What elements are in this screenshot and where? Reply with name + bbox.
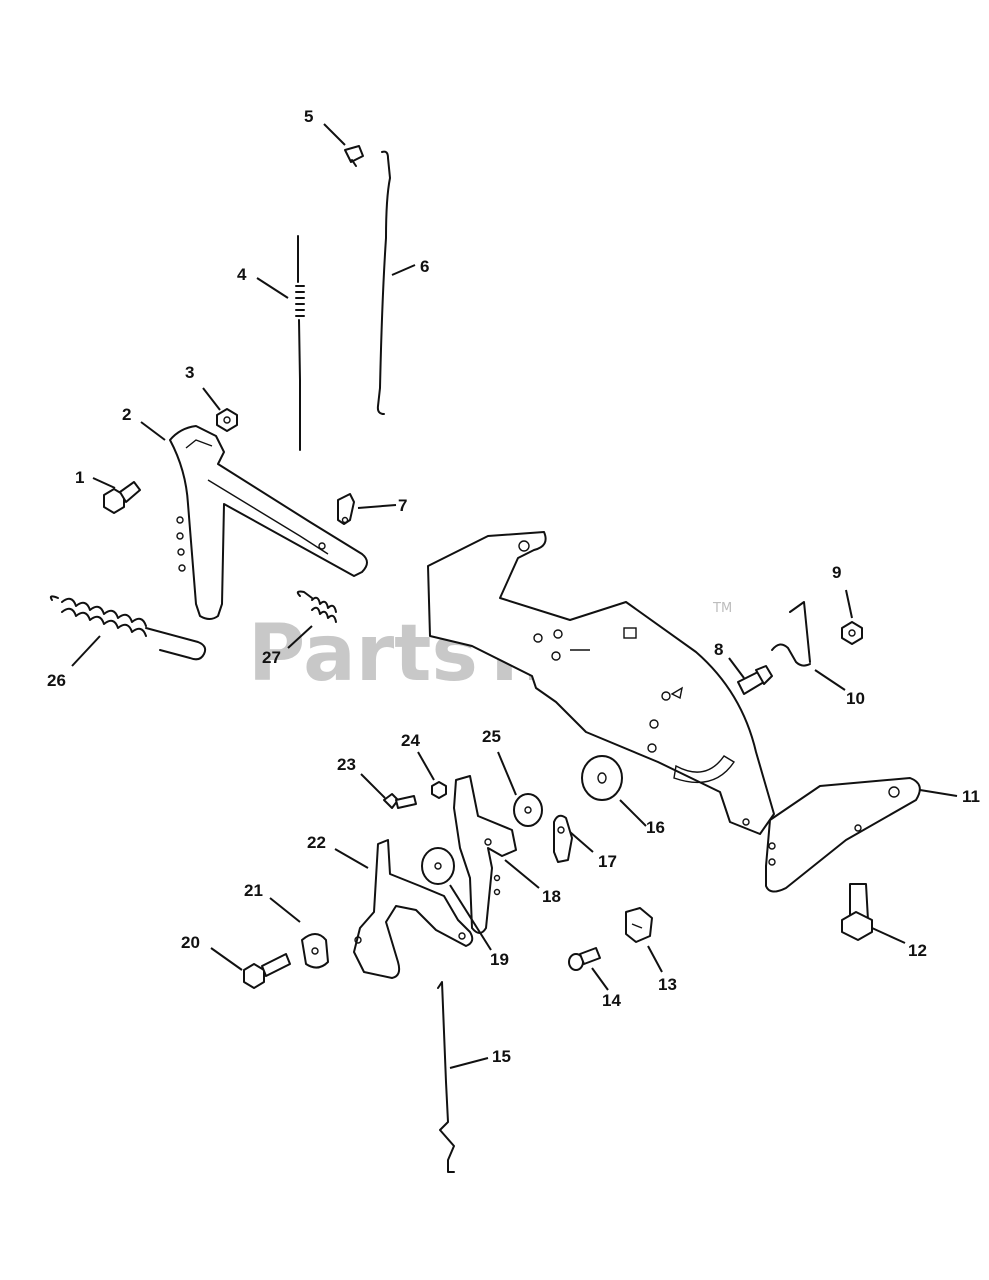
part-26-spring[interactable] [49, 595, 207, 661]
part-18-lever-bracket[interactable] [453, 775, 517, 934]
callout-14: 14 [602, 991, 621, 1010]
callout-1: 1 [75, 468, 84, 487]
part-7-clip[interactable] [337, 493, 355, 525]
part-27-spring[interactable] [296, 590, 337, 623]
callout-17: 17 [598, 852, 617, 871]
part-24-nut[interactable] [431, 781, 447, 799]
part-4-rod-spring[interactable] [295, 235, 305, 451]
part-12-bolt[interactable] [841, 883, 873, 941]
part-22-control-bracket[interactable] [353, 839, 474, 979]
part-14-screw[interactable] [568, 947, 601, 971]
part-10-spring-clip[interactable] [771, 601, 811, 667]
callout-5: 5 [304, 107, 313, 126]
callout-22: 22 [307, 833, 326, 852]
callout-16: 16 [646, 818, 665, 837]
callout-11: 11 [962, 787, 980, 806]
part-6-rod[interactable] [376, 150, 391, 415]
part-13-clip[interactable] [625, 907, 653, 943]
callout-19: 19 [490, 950, 509, 969]
callout-12: 12 [908, 941, 927, 960]
callout-3: 3 [185, 363, 194, 382]
part-8-bolt[interactable] [737, 665, 773, 695]
callout-7: 7 [398, 496, 407, 515]
callout-15: 15 [492, 1047, 511, 1066]
callout-25: 25 [482, 727, 501, 746]
callout-2: 2 [122, 405, 131, 424]
part-16-washer[interactable] [581, 755, 623, 801]
callout-9: 9 [832, 563, 841, 582]
callout-20: 20 [181, 933, 200, 952]
callout-27: 27 [262, 648, 281, 667]
part-1-bolt[interactable] [103, 481, 141, 514]
part-25-washer[interactable] [513, 793, 543, 827]
callout-labels: 5 6 4 3 2 1 7 9 8 10 11 12 13 14 15 16 1… [47, 107, 980, 1066]
callout-23: 23 [337, 755, 356, 774]
callout-6: 6 [420, 257, 429, 276]
callout-4: 4 [237, 265, 247, 284]
part-9-nut[interactable] [841, 621, 863, 645]
callout-10: 10 [846, 689, 865, 708]
callout-8: 8 [714, 640, 723, 659]
part-2-lever-bracket[interactable] [169, 425, 368, 620]
callout-21: 21 [244, 881, 263, 900]
callout-26: 26 [47, 671, 66, 690]
part-17-small-lever[interactable] [553, 814, 573, 863]
part-11-main-bracket[interactable] [427, 531, 921, 893]
part-23-bolt[interactable] [383, 793, 417, 809]
watermark-trademark: TM [712, 601, 732, 616]
part-5-screw[interactable] [344, 145, 364, 167]
part-3-nut[interactable] [216, 408, 238, 432]
callout-13: 13 [658, 975, 677, 994]
part-20-bolt[interactable] [243, 953, 291, 989]
callout-18: 18 [542, 887, 561, 906]
part-21-cam-washer[interactable] [301, 933, 329, 969]
callout-24: 24 [401, 731, 420, 750]
leader-lines [71, 123, 958, 1069]
part-19-washer[interactable] [421, 847, 455, 885]
part-15-rod[interactable] [437, 981, 455, 1173]
